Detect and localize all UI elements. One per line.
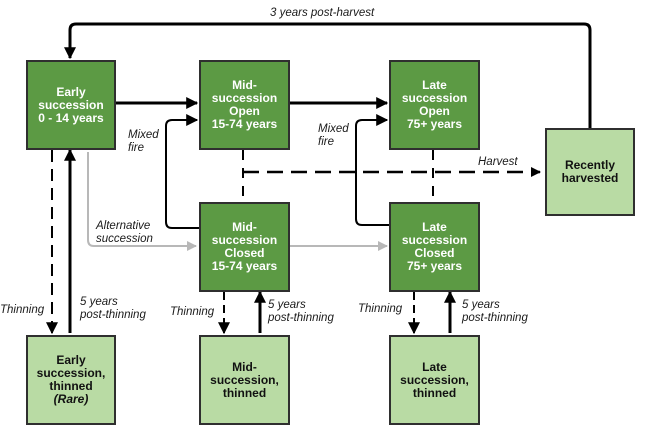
node-mid-succession-thinned: Mid- succession, thinned <box>199 335 290 425</box>
node-early-succession: Early succession 0 - 14 years <box>26 60 116 150</box>
label-harvest: Harvest <box>478 156 518 168</box>
node-late-succession-open: Late succession Open 75+ years <box>389 60 480 150</box>
alternative-succession-arrow <box>87 152 197 251</box>
node-late-succession-thinned: Late succession, thinned <box>389 335 480 425</box>
label-post-harvest: 3 years post-harvest <box>270 7 375 19</box>
node-recently-harvested: Recently harvested <box>545 128 635 216</box>
node-mid-succession-open: Mid- succession Open 15-74 years <box>199 60 290 150</box>
mixed-fire-arrow-1 <box>165 114 199 229</box>
node-early-thinned-title: Early succession, thinned <box>36 353 106 393</box>
node-early-succession-thinned: Early succession, thinned (Rare) <box>26 335 116 425</box>
post-harvest-arrow <box>64 22 592 128</box>
label-mixed-fire-1: Mixed fire <box>128 129 159 154</box>
label-post-thinning-early: 5 years post-thinning <box>80 296 146 321</box>
label-thinning-early: Thinning <box>0 304 45 316</box>
label-mixed-fire-2: Mixed fire <box>318 123 349 148</box>
label-post-thinning-late: 5 years post-thinning <box>462 299 528 324</box>
node-early-thinned-note: (Rare) <box>53 392 89 406</box>
label-post-thinning-mid: 5 years post-thinning <box>268 299 334 324</box>
label-thinning-late: Thinning <box>358 303 403 315</box>
mixed-fire-arrow-2 <box>355 114 389 226</box>
node-late-succession-closed: Late succession Closed 75+ years <box>389 202 480 292</box>
label-alternative-succession: Alternative succession <box>96 220 153 245</box>
label-thinning-mid: Thinning <box>170 306 215 318</box>
node-mid-succession-closed: Mid- succession Closed 15-74 years <box>199 202 290 292</box>
